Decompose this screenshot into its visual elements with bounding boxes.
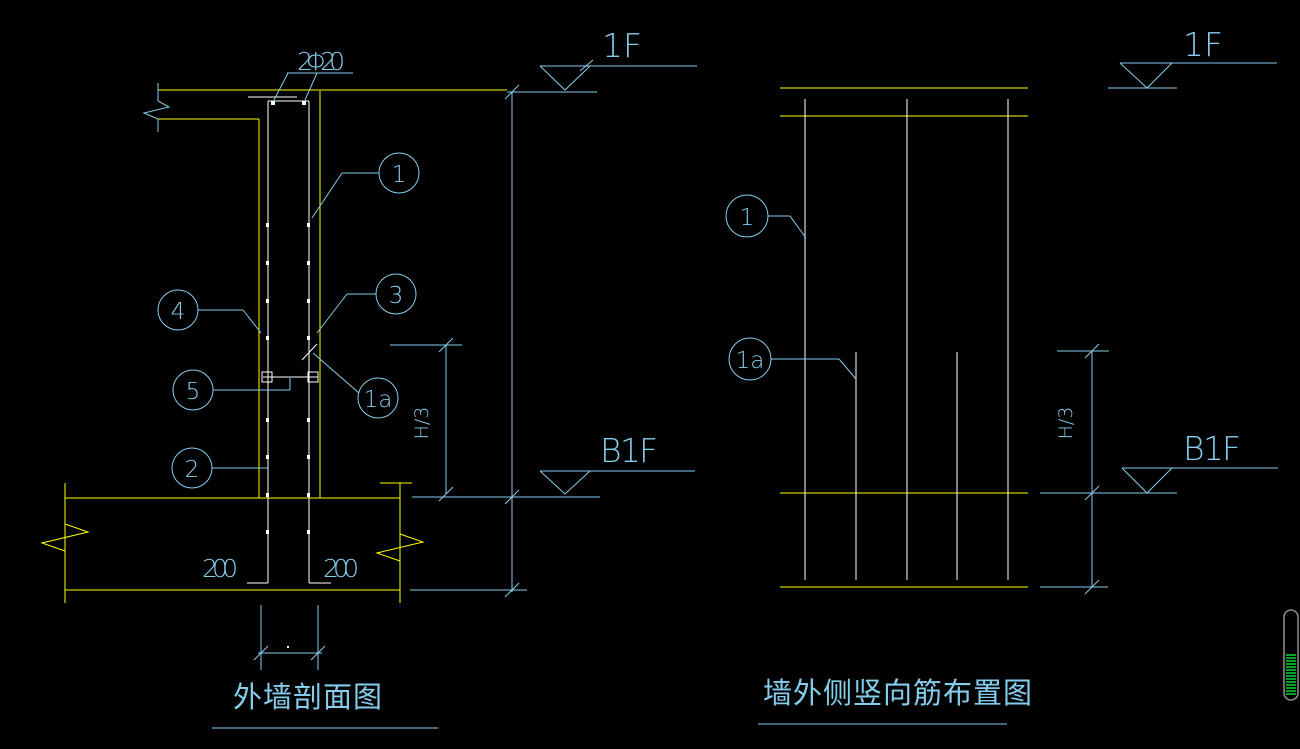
dimension-value: H/3 [1055,407,1077,440]
callout-bubble [157,289,199,331]
level-label: 1F [602,26,642,65]
right-annotations: 1F B1F H/3 [725,25,1278,725]
elevation-concrete-lines [780,87,1028,588]
rebar-dot [266,223,269,227]
top-bar-dot [271,101,275,105]
level-label: 1F [1183,25,1223,64]
callout-1: 1 [311,152,420,219]
callout-bubble [728,337,772,381]
tick-mark [1084,343,1100,359]
level-marker-1f: 1F [539,26,697,91]
callout-label: 3 [389,283,404,309]
callout-label: 1a [736,348,765,374]
tick-mark [253,645,269,661]
callout-label: 1 [740,205,755,231]
rebar-dot [266,299,269,303]
level-marker-1f: 1F [1108,25,1277,89]
rebar-dot [266,493,269,497]
callout-label: 4 [171,299,186,325]
leader [838,358,857,380]
rebar-dot [307,261,310,265]
top-bar-dot [302,101,306,105]
right-detail-elevation: 1F B1F H/3 [725,25,1278,725]
h3-dimension: H/3 [1040,343,1177,595]
elevation-rebar [804,99,1009,580]
rebar-dot [307,455,310,459]
leader [316,293,348,334]
dim-200-left: 200 [202,554,238,583]
tick-mark [579,59,594,72]
dimension-value: H/3 [411,407,433,440]
level-triangle-icon [539,65,591,91]
rebar-dot [266,455,269,459]
callout-1a: 1a [312,352,399,419]
leader [242,309,262,334]
right-detail-title: 墙外侧竖向筋布置图 [763,676,1033,710]
rebar-quantity-label: 2Φ20 [297,47,345,76]
rebar-dot [307,223,310,227]
leader [311,172,343,219]
slab-break-symbol [142,83,171,132]
tie-hook-right [307,371,319,383]
level-label: B1F [600,431,658,470]
leader [312,352,360,394]
indicator-track[interactable] [1283,609,1299,701]
level-marker-b1f: B1F [539,431,695,495]
callout-label: 2 [185,457,200,483]
callout-label: 5 [186,379,201,405]
indicator-fill-stripes [1286,654,1296,695]
rebar-dot [266,336,269,340]
wall-rebar [247,96,331,648]
rebar-label-leader [304,72,318,101]
callout-4: 4 [157,289,262,334]
callout-label: 1 [392,162,407,188]
leader [789,215,807,239]
callout-bubble [725,194,769,238]
rebar-dot [266,418,269,422]
left-detail-section: 2Φ20 1F B1F [40,26,697,729]
left-annotations: 2Φ20 1F B1F [142,26,697,729]
rebar-dot [307,299,310,303]
callout-bubble [357,377,399,419]
dim-200-right: 200 [323,554,359,583]
callout-2: 2 [171,447,268,489]
callout-5: 5 [172,369,291,411]
callout-bubble [171,447,213,489]
level-label: B1F [1183,429,1241,468]
callout-bubble [172,369,214,411]
level-triangle-icon [1121,467,1173,494]
wall-concrete-outline [40,89,507,603]
tick-mark [438,486,454,502]
rebar-dot [307,493,310,497]
wall-thickness-dimension [253,605,326,670]
dim-dot [287,646,289,648]
rebar-dot [307,418,310,422]
rebar-label-leader [273,72,289,101]
callout-1: 1 [725,194,807,239]
break-zigzag-right [375,533,425,562]
callout-bubble [378,152,420,194]
left-detail-title: 外墙剖面图 [233,680,383,714]
callout-label: 1a [364,387,393,413]
splice-tick [301,343,318,361]
h3-dimension: H/3 [390,337,462,502]
callout-3: 3 [316,273,417,334]
tick-mark [310,645,326,661]
break-zigzag-left [40,523,90,552]
rebar-dot [266,530,269,534]
rebar-dot [266,261,269,265]
callout-bubble [375,273,417,315]
tick-mark [438,337,454,353]
tick-mark [504,84,520,100]
rebar-dot [307,336,310,340]
level-triangle-icon [1119,62,1173,89]
level-marker-b1f: B1F [1121,429,1278,494]
level-triangle-icon [539,470,591,495]
callout-1a: 1a [728,337,857,381]
rebar-dot [307,530,310,534]
scroll-level-indicator[interactable] [1283,609,1299,701]
tie-hook-left [261,371,273,383]
